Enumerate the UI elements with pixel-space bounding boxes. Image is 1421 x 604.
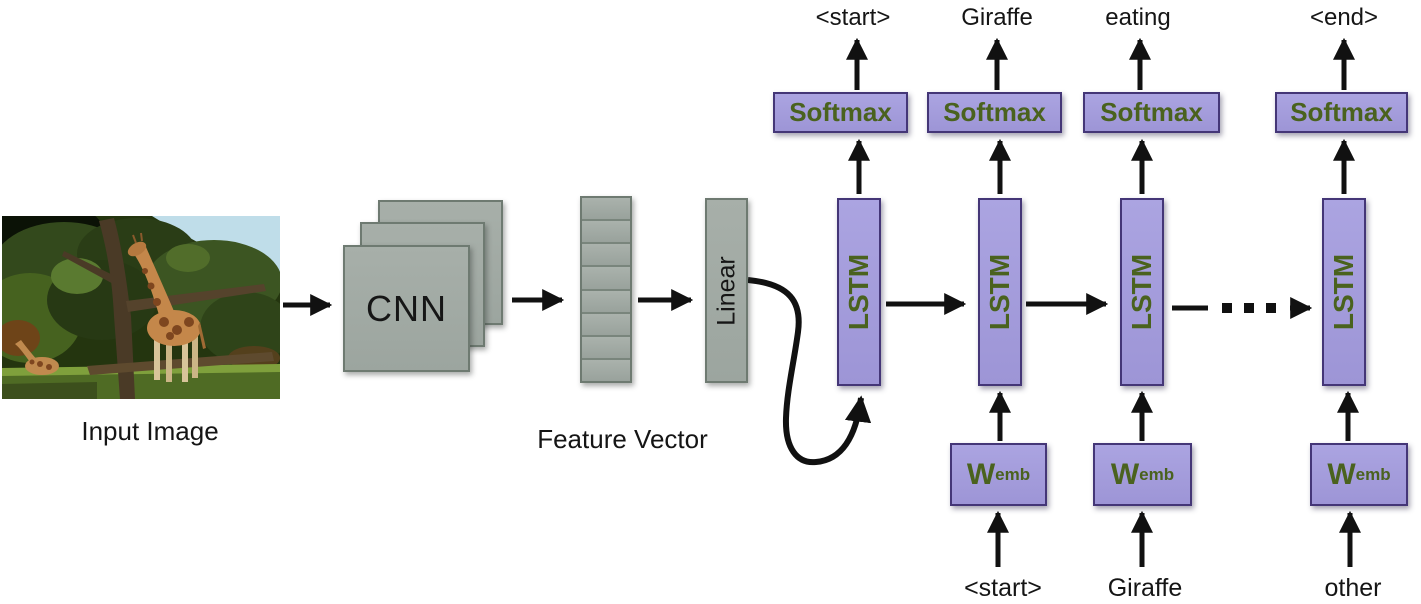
wemb-subscript: emb (1139, 464, 1175, 484)
feature-vector-cell (582, 313, 630, 337)
lstm-block-4: LSTM (1322, 198, 1366, 386)
ellipsis-dots (1222, 303, 1276, 313)
input-image-label: Input Image (81, 416, 219, 446)
output-word-4: <end> (1309, 4, 1379, 31)
giraffe-background (15, 340, 59, 375)
lstm-label: LSTM (1328, 253, 1359, 331)
feature-vector (580, 196, 632, 383)
cnn-block: CNN (343, 245, 470, 372)
feature-vector-cell (582, 267, 630, 291)
output-word-2: Giraffe (961, 4, 1033, 31)
input-word-2: Giraffe (1107, 574, 1183, 602)
softmax-block-3: Softmax (1083, 92, 1220, 133)
softmax-block-4: Softmax (1275, 92, 1408, 133)
feature-vector-cell (582, 221, 630, 245)
giraffe-main (127, 232, 206, 382)
linear-block: Linear (705, 198, 748, 383)
input-image-photo (2, 216, 280, 399)
lstm-label: LSTM (1126, 253, 1157, 331)
softmax-block-1: Softmax (773, 92, 908, 133)
input-photo-illustration (2, 216, 280, 399)
lstm-label: LSTM (843, 253, 874, 331)
input-word-1: <start> (964, 574, 1042, 602)
wemb-subscript: emb (995, 464, 1031, 484)
feature-vector-cell (582, 336, 630, 360)
lstm-label: LSTM (984, 253, 1015, 331)
feature-vector-label: Feature Vector (537, 424, 708, 454)
lstm-block-2: LSTM (978, 198, 1022, 386)
wemb-label: W (1327, 457, 1356, 491)
output-word-3: eating (1105, 4, 1171, 31)
wemb-subscript: emb (1355, 464, 1391, 484)
output-word-1: <start> (815, 4, 891, 31)
input-word-3: other (1324, 574, 1382, 602)
cnn-label: CNN (366, 287, 447, 329)
linear-label: Linear (712, 255, 740, 326)
curve-linear-to-lstm1 (747, 277, 872, 466)
wemb-label: W (966, 457, 996, 491)
lstm-block-3: LSTM (1120, 198, 1164, 386)
softmax-block-2: Softmax (927, 92, 1062, 133)
feature-vector-cell (582, 198, 630, 222)
wemb-label: W (1110, 457, 1140, 491)
feature-vector-cell (582, 290, 630, 314)
feature-vector-cell (582, 244, 630, 268)
lstm-block-1: LSTM (837, 198, 881, 386)
feature-vector-cell (582, 359, 630, 381)
